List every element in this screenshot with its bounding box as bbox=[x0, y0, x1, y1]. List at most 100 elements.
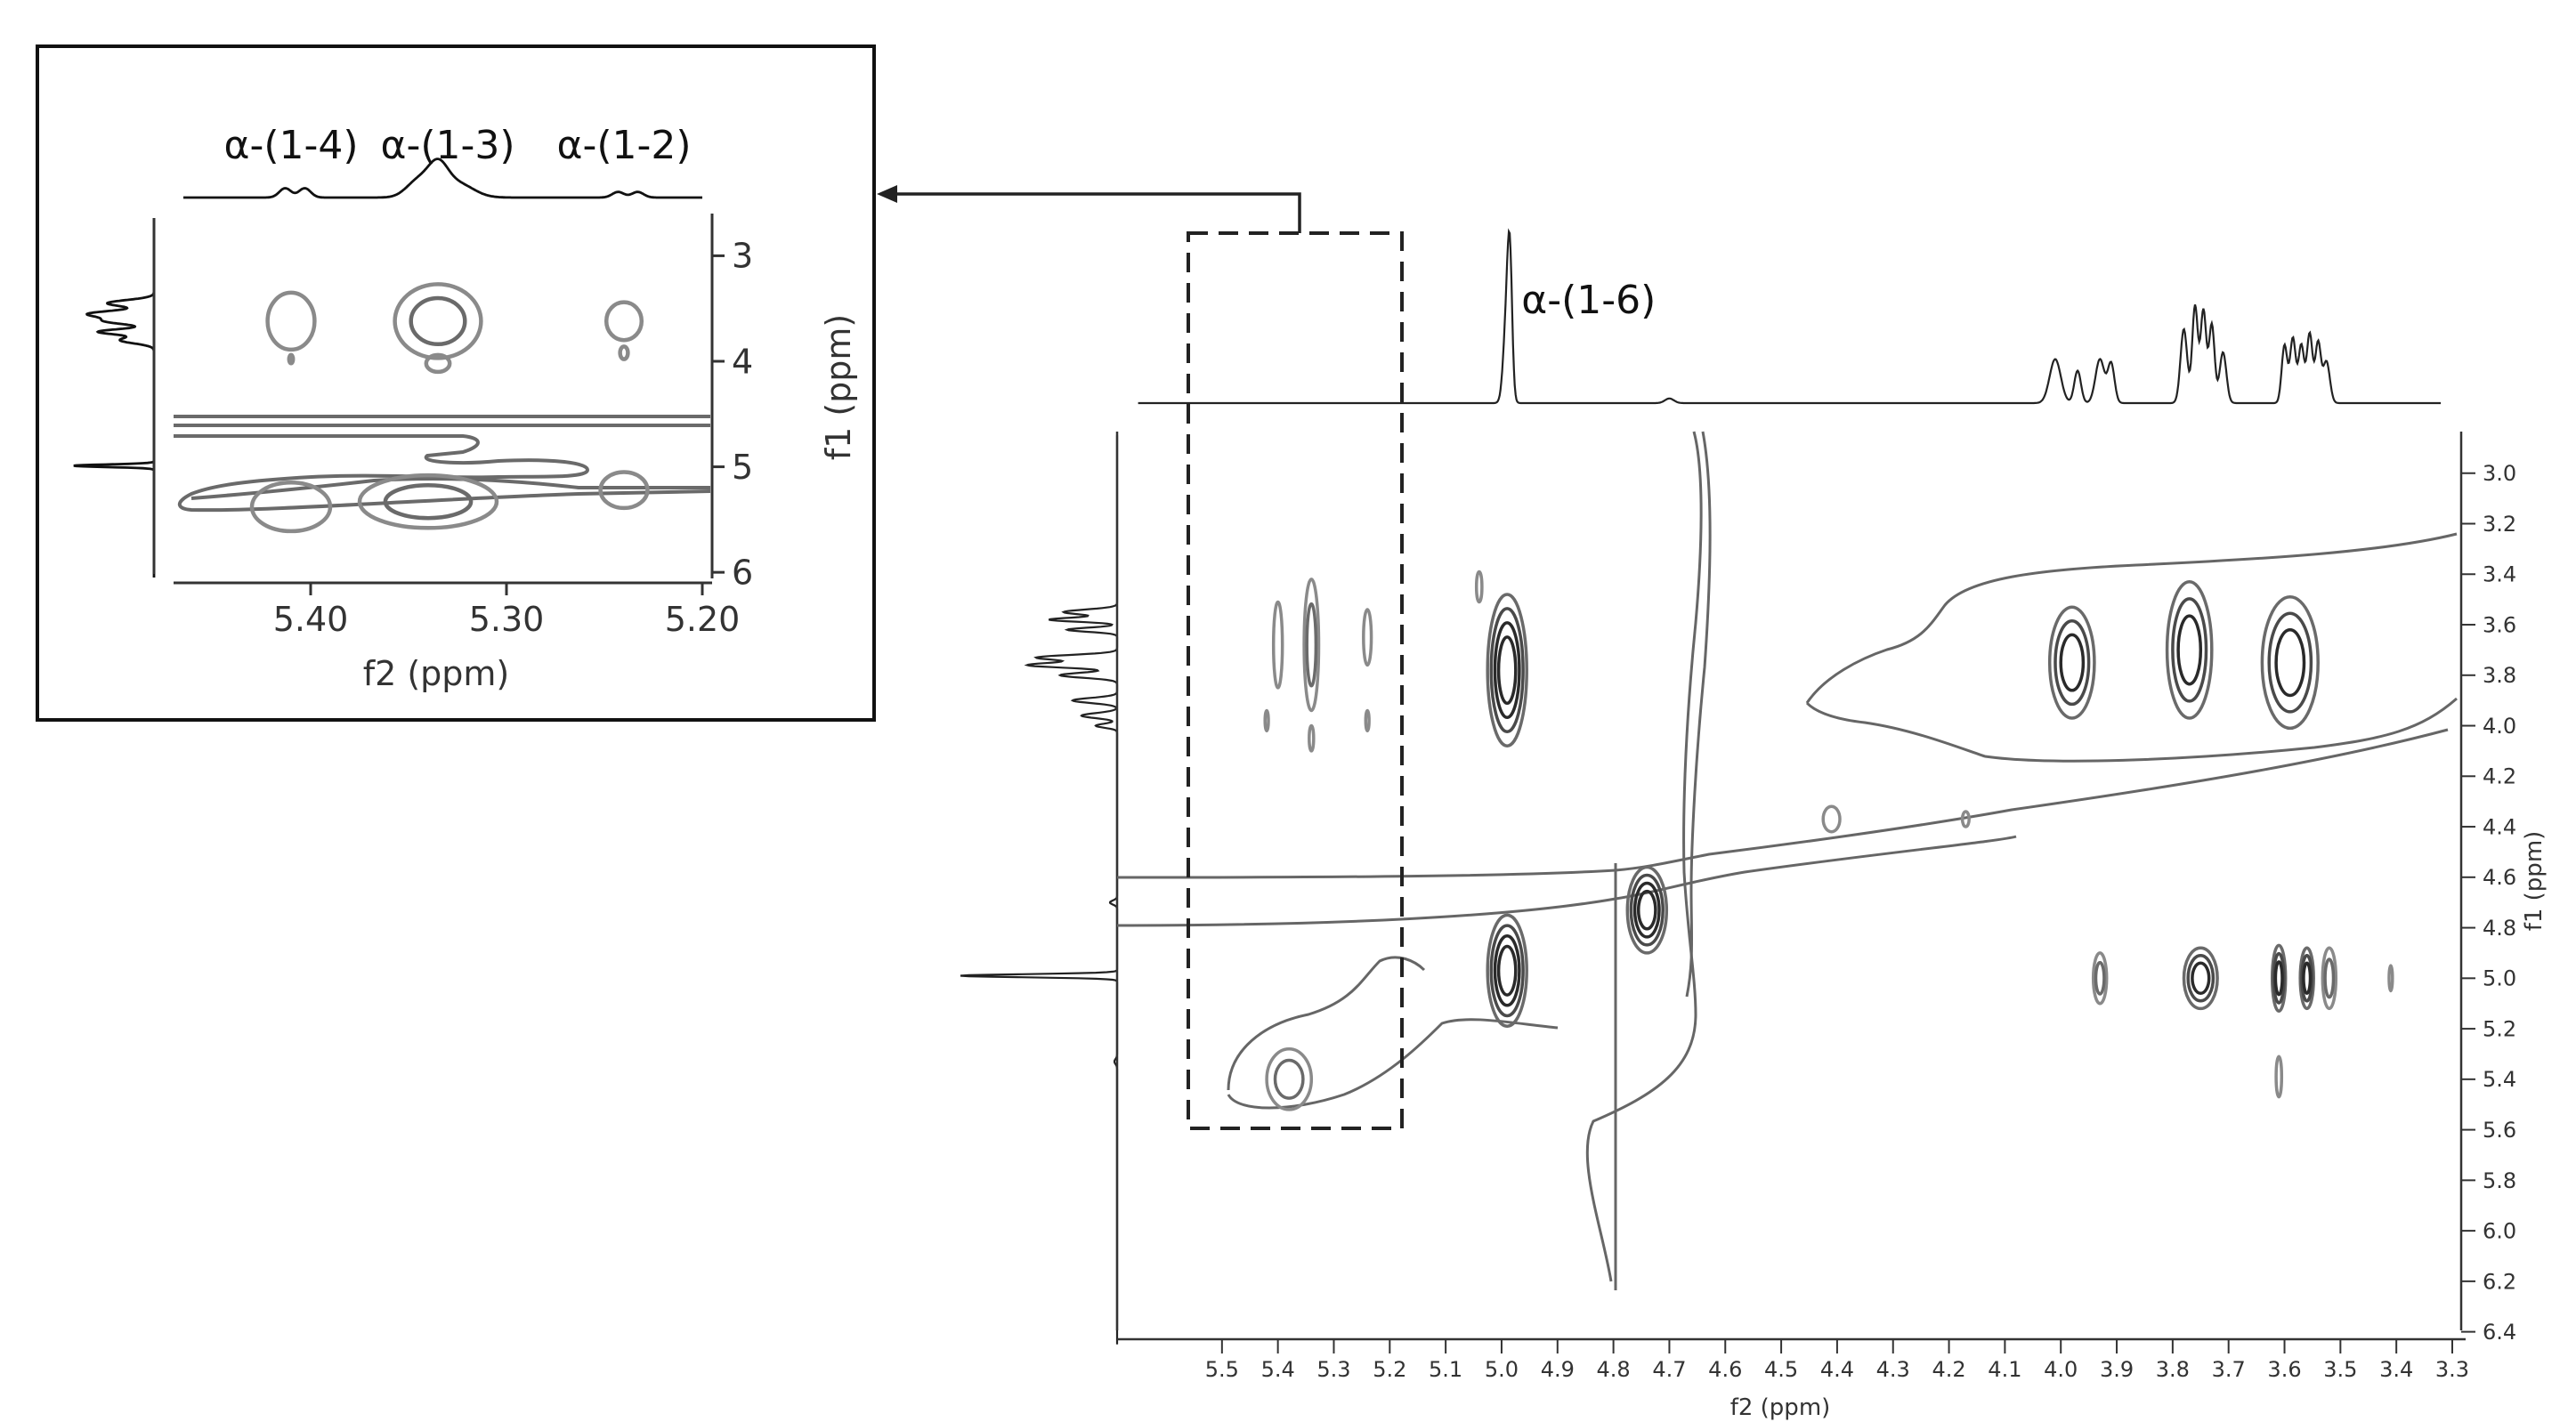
cross-peak-contour bbox=[2260, 595, 2320, 731]
x-tick-label: 3.3 bbox=[2435, 1357, 2469, 1382]
cross-peak-contour bbox=[1362, 608, 1373, 667]
cross-peak-contour bbox=[265, 290, 317, 352]
inset-top-1d-projection bbox=[183, 158, 702, 199]
cross-peak-contour bbox=[1493, 621, 1521, 720]
x-tick-label: 4.9 bbox=[1541, 1357, 1575, 1382]
ridge-sugar-upper bbox=[1805, 532, 2458, 704]
cross-peak-contour bbox=[2054, 619, 2091, 707]
y-tick-label: 3.0 bbox=[2483, 461, 2516, 486]
x-tick-label: 5.4 bbox=[1261, 1357, 1295, 1382]
y-tick-label: 4 bbox=[732, 342, 753, 381]
cross-peak-contour bbox=[1632, 881, 1661, 939]
top-1d-projection bbox=[1138, 228, 2442, 405]
cross-peak-contour bbox=[2186, 954, 2216, 1003]
inset-contour-peaks bbox=[249, 282, 650, 534]
x-tick-label: 3.5 bbox=[2323, 1357, 2357, 1382]
ridge-sugar-lower bbox=[1805, 697, 2458, 763]
y-tick-label: 6.4 bbox=[2483, 1320, 2516, 1345]
cross-peak-contour bbox=[1271, 600, 1284, 690]
x-tick-label: 4.3 bbox=[1876, 1357, 1910, 1382]
y-tick-label: 6.2 bbox=[2483, 1269, 2516, 1294]
ridge-left-lower bbox=[1227, 956, 1426, 1091]
x-tick-label: 5.2 bbox=[1373, 1357, 1406, 1382]
cross-peak-contour bbox=[1305, 602, 1318, 688]
x-tick-label: 5.1 bbox=[1429, 1357, 1462, 1382]
cross-peak-contour bbox=[2298, 946, 2315, 1011]
cross-peak-contour bbox=[287, 352, 296, 366]
cross-peak-contour bbox=[393, 282, 483, 360]
x-tick-label: 4.7 bbox=[1652, 1357, 1686, 1382]
connector-arrow-head bbox=[877, 185, 897, 203]
y-tick-label: 4.8 bbox=[2483, 916, 2516, 941]
cross-peak-contour bbox=[2047, 605, 2096, 720]
connector-arrow-line bbox=[890, 192, 1301, 233]
x-tick-label: 4.4 bbox=[1820, 1357, 1854, 1382]
cross-peak-contour bbox=[1629, 873, 1665, 947]
cross-peak-contour bbox=[2191, 961, 2211, 996]
x-tick-label: 4.5 bbox=[1764, 1357, 1798, 1382]
cross-peak-contour bbox=[2267, 611, 2313, 714]
inset-peak-labels: α-(1-4)α-(1-3)α-(1-2) bbox=[223, 123, 691, 168]
cross-peak-contour bbox=[2302, 961, 2313, 996]
cross-peak-contour bbox=[1489, 607, 1525, 734]
cross-peak-contour bbox=[1486, 913, 1528, 1028]
cross-peak-contour bbox=[2270, 943, 2288, 1013]
main-contour-peaks bbox=[1263, 570, 2394, 1111]
cross-peak-contour bbox=[2171, 597, 2208, 703]
y-tick-label: 6 bbox=[732, 553, 753, 592]
x-tick-label: 3.6 bbox=[2267, 1357, 2301, 1382]
x-tick-label: 5.40 bbox=[273, 600, 349, 639]
cross-peak-contour bbox=[2176, 614, 2203, 686]
cross-peak-contour bbox=[2165, 580, 2214, 720]
y-tick-label: 4.6 bbox=[2483, 865, 2516, 890]
peak-label: α-(1-4) bbox=[223, 123, 358, 168]
y-tick-label: 6.0 bbox=[2483, 1219, 2516, 1244]
cross-peak-contour bbox=[2059, 633, 2086, 692]
x-tick-label: 3.4 bbox=[2379, 1357, 2413, 1382]
x-tick-label: 3.7 bbox=[2212, 1357, 2246, 1382]
cross-peak-contour bbox=[1821, 804, 1842, 834]
x-tick-label: 5.30 bbox=[469, 600, 545, 639]
x-tick-label: 3.9 bbox=[2100, 1357, 2134, 1382]
y-tick-label: 3.6 bbox=[2483, 612, 2516, 637]
cross-peak-contour bbox=[1308, 723, 1316, 753]
vertical-t1-ridge bbox=[1585, 431, 1703, 1282]
cross-peak-contour bbox=[1486, 593, 1528, 747]
x-tick-label: 5.0 bbox=[1485, 1357, 1519, 1382]
x-tick-label: 4.0 bbox=[2044, 1357, 2078, 1382]
main-x-axis-label: f2 (ppm) bbox=[1730, 1394, 1831, 1421]
y-tick-label: 3.2 bbox=[2483, 512, 2516, 537]
y-tick-label: 4.4 bbox=[2483, 814, 2516, 839]
cross-peak-contour bbox=[1474, 570, 1484, 604]
cross-peak-contour bbox=[2274, 627, 2306, 698]
main-y-ticks: 3.03.23.43.63.84.04.24.44.64.85.05.25.45… bbox=[2461, 461, 2516, 1345]
cross-peak-contour bbox=[2094, 960, 2106, 996]
cross-peak-contour bbox=[2272, 951, 2286, 1005]
cross-peak-contour bbox=[249, 481, 333, 534]
cross-peak-contour bbox=[424, 352, 452, 375]
y-tick-label: 5.2 bbox=[2483, 1016, 2516, 1041]
cross-peak-contour bbox=[1364, 708, 1371, 733]
cross-peak-contour bbox=[1489, 924, 1525, 1018]
y-tick-label: 5.0 bbox=[2483, 966, 2516, 991]
vertical-t1-ridge-right bbox=[1685, 431, 1712, 998]
main-background-contours bbox=[1116, 431, 2458, 1290]
cross-peak-contour bbox=[618, 344, 630, 361]
y-tick-label: 4.2 bbox=[2483, 764, 2516, 789]
ridge-residual-water-lower bbox=[1116, 835, 2017, 927]
main-peak-labels: α-(1-6) bbox=[1521, 278, 1656, 323]
cross-peak-contour bbox=[1960, 810, 1971, 828]
cross-peak-contour bbox=[598, 470, 650, 511]
x-tick-label: 5.5 bbox=[1205, 1357, 1239, 1382]
inset-frame bbox=[36, 44, 876, 722]
cross-peak-contour bbox=[2182, 946, 2219, 1011]
cross-peak-contour bbox=[409, 295, 467, 347]
x-tick-label: 4.1 bbox=[1988, 1357, 2021, 1382]
cross-peak-contour bbox=[2300, 954, 2314, 1003]
cross-peak-contour bbox=[2091, 951, 2109, 1006]
